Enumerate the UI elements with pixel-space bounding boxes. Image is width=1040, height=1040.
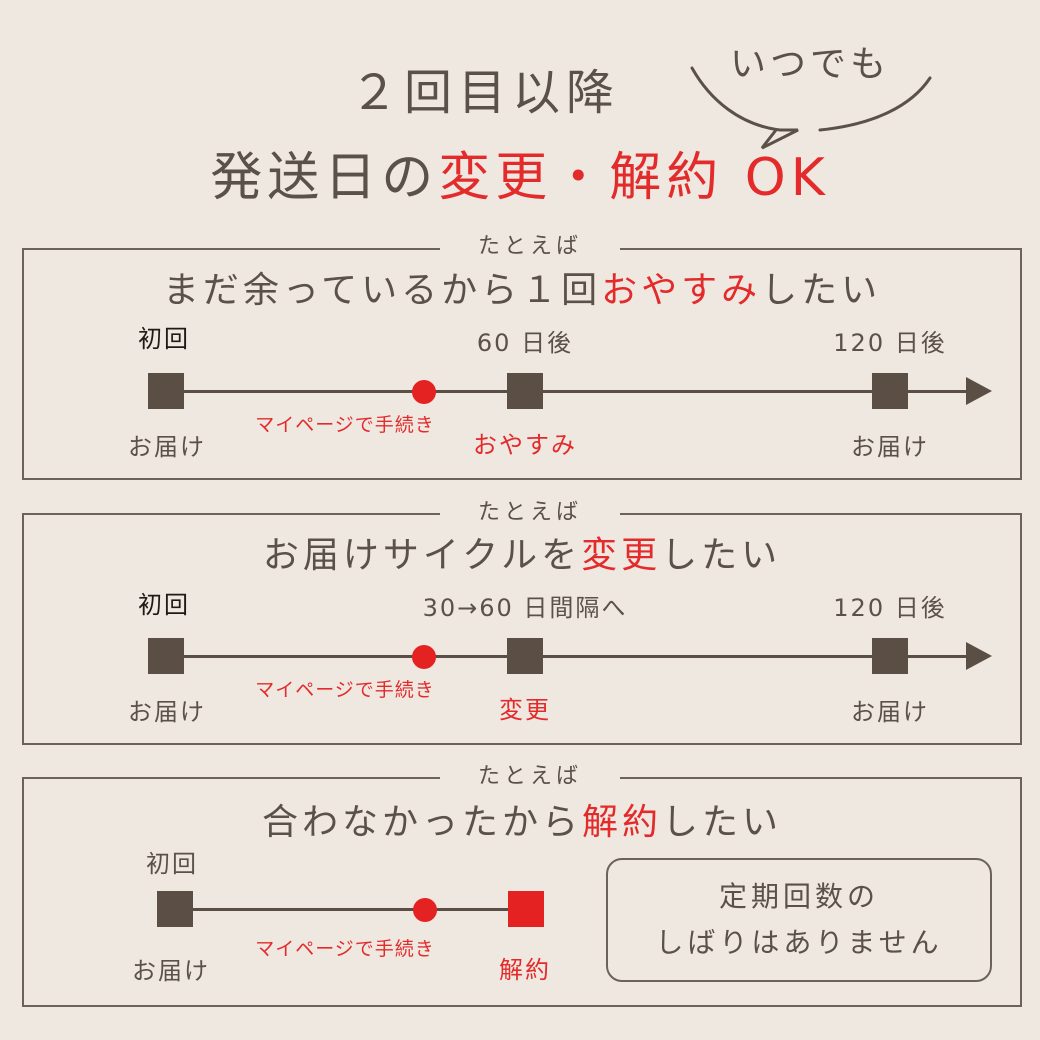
action-below-label: マイページで手続き	[255, 938, 435, 960]
timeline-first-square	[148, 373, 184, 409]
timeline-first-square	[148, 638, 184, 674]
first-delivery-label: 初回	[138, 325, 190, 353]
mid-below-label: おやすみ	[473, 431, 577, 459]
note-box: 定期回数の しばりはありません	[606, 858, 992, 982]
section-title-accent: 解約	[581, 802, 662, 843]
timeline-mid-square	[507, 373, 543, 409]
end-below-label: お届け	[851, 433, 929, 461]
mid-label: 30→60 日間隔へ	[422, 594, 628, 622]
section-title: まだ余っているから１回おやすみしたい	[22, 266, 1022, 316]
headline-line2-prefix: 発送日の	[210, 148, 439, 208]
first-below-label: お届け	[128, 698, 206, 726]
cancel-below-label: 解約	[499, 956, 551, 984]
section-title-suffix: したい	[661, 535, 782, 576]
section-title-prefix: お届けサイクルを	[262, 535, 582, 576]
headline-line2-suffix: OK	[723, 148, 830, 208]
section-title: お届けサイクルを変更したい	[22, 531, 1022, 581]
section-title-accent: 変更	[581, 535, 662, 576]
timeline-arrow-icon	[966, 642, 992, 670]
timeline-end-square	[872, 373, 908, 409]
section-title-accent: おやすみ	[601, 270, 762, 311]
timeline-line	[170, 655, 970, 658]
section-title: 合わなかったから解約したい	[22, 798, 1022, 848]
mid-below-label: 変更	[499, 696, 551, 724]
timeline-line	[170, 390, 970, 393]
section-eyebrow: たとえば	[440, 762, 620, 792]
action-below-label: マイページで手続き	[255, 679, 435, 701]
end-below-label: お届け	[851, 698, 929, 726]
timeline-action-dot	[412, 645, 436, 669]
bubble-text: いつでも	[729, 44, 890, 85]
note-line2: しばりはありません	[655, 926, 943, 959]
section-title-prefix: まだ余っているから１回	[162, 270, 602, 311]
first-delivery-label: 初回	[146, 850, 198, 878]
section-eyebrow: たとえば	[440, 498, 620, 528]
section-title-suffix: したい	[761, 270, 882, 311]
timeline-line	[176, 908, 526, 911]
section-title-suffix: したい	[662, 802, 783, 843]
end-label: 120 日後	[833, 594, 947, 622]
speech-bubble-stroke	[690, 66, 932, 150]
action-below-label: マイページで手続き	[255, 414, 435, 436]
mid-label: 60 日後	[476, 329, 574, 357]
end-label: 120 日後	[833, 329, 947, 357]
first-below-label: お届け	[132, 957, 210, 985]
headline-line1: ２回目以降	[349, 65, 620, 121]
timeline-action-dot	[412, 380, 436, 404]
timeline-first-square	[157, 891, 193, 927]
first-delivery-label: 初回	[138, 591, 190, 619]
timeline-action-dot	[413, 898, 437, 922]
headline-line2-accent: 変更・解約	[438, 148, 724, 208]
headline-line2: 発送日の変更・解約 OK	[0, 140, 1040, 216]
first-below-label: お届け	[128, 433, 206, 461]
section-title-prefix: 合わなかったから	[261, 802, 582, 843]
timeline-arrow-icon	[966, 377, 992, 405]
section-eyebrow: たとえば	[440, 232, 620, 262]
timeline-end-square	[872, 638, 908, 674]
timeline-cancel-square	[508, 891, 544, 927]
timeline-mid-square	[507, 638, 543, 674]
note-line1: 定期回数の	[718, 880, 879, 913]
